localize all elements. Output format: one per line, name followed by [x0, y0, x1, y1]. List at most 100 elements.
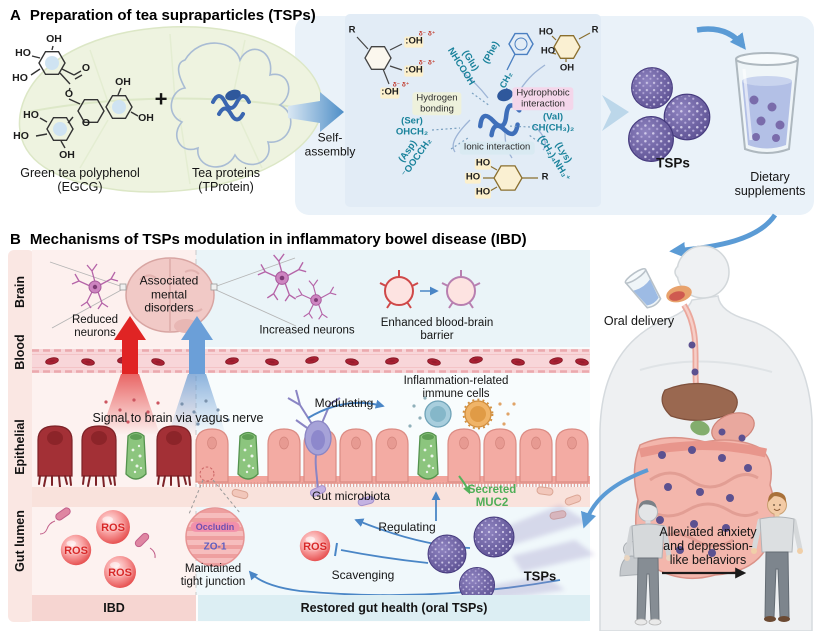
egcg-o: O [64, 88, 74, 101]
immune-cells [424, 398, 494, 430]
neurotransmitter-dots [104, 396, 516, 428]
tr-oh: OH [559, 62, 575, 74]
signal-arrow-blue [168, 316, 226, 435]
panel-a-graphics [18, 14, 814, 215]
catechol-r: R [348, 24, 356, 36]
mental-disorders-label: Associated mental disorders [139, 273, 199, 315]
egcg-ho: HO [15, 47, 31, 60]
egcg-oh: OH [138, 112, 154, 125]
muc2-arrow [458, 475, 471, 495]
val-residue: (Val) CH(CH₃)₂ [531, 111, 575, 133]
egcg-o: O [81, 62, 91, 75]
catechol-oh-lone: :OH [404, 35, 424, 48]
tsp-dots-in-gut [656, 428, 752, 557]
ros-label: ROS [64, 544, 88, 557]
hydrogen-bonding-label: Hydrogen bonding [412, 92, 462, 116]
brain-illustration [49, 257, 297, 333]
increased-neurons-label: Increased neurons [259, 324, 355, 337]
bc-ho: HO [474, 186, 492, 199]
oral-glass [624, 267, 662, 309]
tsps-label: TSPs [656, 155, 690, 171]
occludin-label: Occludin [190, 521, 240, 533]
immune-cells-label: Inflammation-related immune cells [403, 375, 509, 400]
tr-ho: HO [540, 45, 556, 57]
sad-person [619, 500, 672, 626]
restored-footer-label: Restored gut health (oral TSPs) [300, 600, 488, 615]
blood-brain-barrier-icons [379, 269, 481, 309]
dendritic-cell [287, 389, 341, 498]
supplement-glass [735, 52, 799, 154]
row-label-column [8, 250, 34, 622]
ros-label: ROS [303, 540, 327, 553]
bc-ho: HO [474, 157, 492, 170]
tr-ho: HO [538, 26, 554, 38]
goblet-cell-1 [237, 431, 259, 480]
tprotein-structure [170, 42, 292, 168]
regulating-label: Regulating [378, 520, 436, 535]
egcg-oh: OH [59, 149, 75, 162]
egcg-structure [30, 45, 139, 149]
interaction-box [345, 14, 601, 207]
arrow-tsps-to-glass [696, 26, 746, 50]
row-label-brain: Brain [13, 276, 27, 308]
panel-a-tag: A [10, 7, 21, 24]
digestive-tract [633, 382, 776, 580]
delta-charges: δ⁻ δ⁺ [418, 30, 436, 38]
bc-r: R [541, 171, 549, 183]
ros-label: ROS [101, 521, 125, 534]
tsp-particles-gut [427, 505, 595, 604]
blood-vessel [32, 349, 590, 373]
bc-ho: HO [464, 171, 482, 184]
catechol-oh-lone: :OH [380, 86, 400, 99]
egcg-ho: HO [23, 109, 39, 122]
interaction-box-chem [356, 32, 591, 192]
panel-b-graphics [8, 250, 595, 622]
egcg-oh: OH [46, 33, 62, 46]
ionic-label: Ionic interaction [459, 141, 535, 155]
ser-residue: (Ser) OHCH₂ [395, 115, 429, 137]
ibd-bacteria [39, 506, 156, 559]
restored-footer-bar [198, 595, 590, 621]
row-label-gut-lumen: Gut lumen [13, 510, 27, 572]
row-label-blood: Blood [13, 334, 27, 370]
muc2-label: Secreted MUC2 [467, 484, 517, 509]
plus-sign: + [154, 86, 168, 112]
delta-charges: δ⁻ δ⁺ [418, 59, 436, 67]
alleviated-label: Alleviated anxiety and depression- like … [659, 524, 757, 568]
ibd-footer-label: IBD [103, 600, 125, 615]
bbb-label: Enhanced blood-brain barrier [380, 317, 494, 342]
tight-junction-label: Maintained tight junction [180, 563, 246, 588]
vagus-label: Signal to brain via vagus nerve [92, 410, 264, 425]
arrow-to-tsps [602, 95, 629, 131]
self-assembly-label: Self- assembly [304, 130, 356, 158]
ros-label: ROS [108, 566, 132, 579]
egcg-ho: HO [13, 130, 29, 143]
oral-delivery-label: Oral delivery [603, 313, 675, 328]
dietary-caption: Dietary supplements [734, 169, 806, 198]
delta-charges: δ⁻ δ⁺ [392, 81, 410, 89]
happy-person [751, 492, 803, 622]
row-label-epithelial: Epithelial [13, 419, 27, 475]
hydrophobic-label: Hydrophobic interaction [512, 87, 574, 111]
epithelial-cells-healthy [195, 428, 590, 492]
egcg-caption: Green tea polyphenol (EGCG) [20, 165, 140, 194]
mucus-layer [32, 483, 590, 521]
egcg-oh: OH [115, 76, 131, 89]
tsps-gut-label: TSPs [523, 568, 557, 584]
reduced-neurons-label: Reduced neurons [71, 314, 119, 339]
modulating-arrow [307, 399, 385, 419]
goblet-cell-2 [417, 431, 439, 480]
self-assembly-arrow [288, 92, 344, 132]
tprotein-caption: Tea proteins (TProtein) [191, 165, 261, 194]
scavenging-label: Scavenging [331, 568, 395, 583]
egcg-o: O [81, 117, 91, 130]
catechol-oh-lone: :OH [404, 64, 424, 77]
egcg-ho: HO [12, 72, 28, 85]
right-column-graphics [580, 213, 813, 631]
signal-arrow-red [100, 316, 160, 435]
panel-b-tag: B [10, 231, 21, 248]
